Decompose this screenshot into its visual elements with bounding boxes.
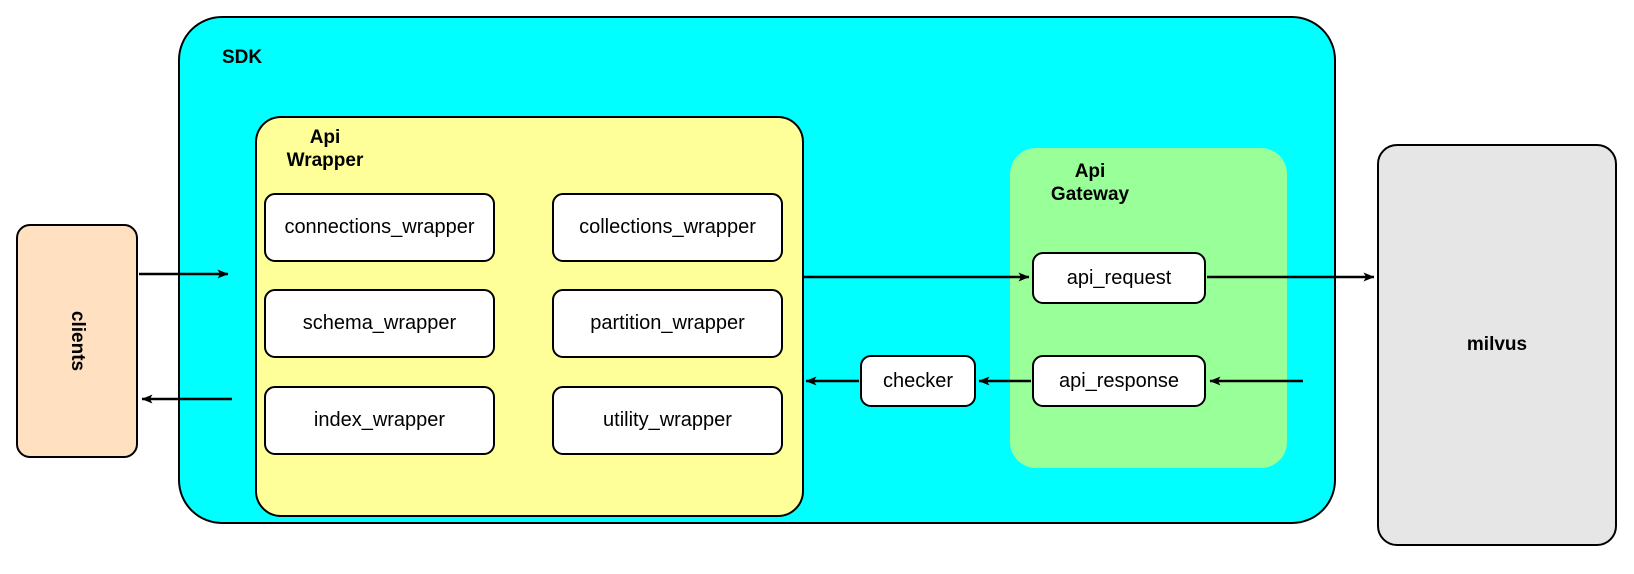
node-label: collections_wrapper [579,216,756,238]
node-label: api_response [1058,369,1180,392]
node-label: milvus [1466,334,1528,355]
node-utility-wrapper[interactable]: utility_wrapper [552,386,783,455]
api-gateway-container: Api Gateway [1010,148,1287,468]
sdk-label: SDK [222,47,263,68]
node-label: partition_wrapper [590,312,745,334]
api-gateway-label: Api Gateway [1050,161,1130,206]
node-label: api_request [1066,266,1172,289]
node-connections-wrapper[interactable]: connections_wrapper [264,193,495,262]
node-label: checker [882,369,954,392]
api-wrapper-label: Api Wrapper [286,127,364,172]
node-partition-wrapper[interactable]: partition_wrapper [552,289,783,358]
node-api-response[interactable]: api_response [1032,355,1206,407]
node-label: utility_wrapper [603,409,732,431]
node-milvus[interactable]: milvus [1377,144,1617,546]
node-checker[interactable]: checker [860,355,976,407]
node-api-request[interactable]: api_request [1032,252,1206,304]
node-collections-wrapper[interactable]: collections_wrapper [552,193,783,262]
node-label: index_wrapper [313,409,446,431]
node-schema-wrapper[interactable]: schema_wrapper [264,289,495,358]
node-label: connections_wrapper [284,216,475,238]
node-label: clients [66,310,88,372]
node-index-wrapper[interactable]: index_wrapper [264,386,495,455]
node-clients[interactable]: clients [16,224,138,458]
node-label: schema_wrapper [302,312,457,334]
